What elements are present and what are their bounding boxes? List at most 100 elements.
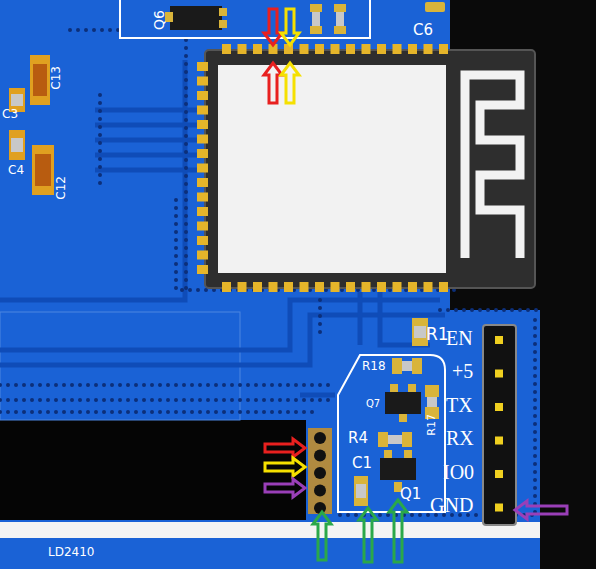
board-edge	[540, 300, 596, 569]
callout-arrow	[264, 9, 282, 45]
r17-resistor	[425, 385, 439, 419]
connector-hole	[314, 467, 326, 479]
part-name: Q7	[366, 399, 380, 409]
pad	[331, 44, 340, 54]
pad	[300, 44, 309, 54]
callout-arrow	[515, 501, 567, 519]
part-name: C1	[352, 456, 372, 471]
pad	[197, 164, 208, 173]
header-pins	[495, 336, 503, 512]
header-pin	[495, 370, 503, 378]
pin-name: GND	[430, 495, 473, 515]
pad	[197, 62, 208, 71]
connector-hole	[314, 450, 326, 462]
q7-transistor	[385, 384, 421, 422]
pad	[362, 282, 371, 292]
pad	[238, 44, 247, 54]
antenna-trace	[465, 75, 520, 258]
pad	[253, 44, 262, 54]
pad	[197, 77, 208, 86]
traces	[0, 60, 445, 395]
callout-arrow	[264, 63, 282, 103]
pad	[424, 44, 433, 54]
q6-transistor	[165, 6, 227, 30]
pad	[197, 236, 208, 245]
pin-name: IO0	[443, 462, 474, 482]
pin-name: EN	[446, 328, 473, 348]
part-name: C13	[50, 66, 62, 90]
pad	[439, 44, 448, 54]
module-shield	[218, 65, 446, 273]
callout-arrow	[265, 479, 305, 497]
display-cutout	[0, 420, 306, 520]
callout-arrow	[281, 63, 299, 103]
r18-resistor	[392, 358, 422, 374]
part-name: Q6	[152, 10, 166, 30]
pad	[197, 106, 208, 115]
pad	[346, 44, 355, 54]
pad	[377, 282, 386, 292]
pad	[238, 282, 247, 292]
pad	[222, 44, 231, 54]
pad	[300, 282, 309, 292]
pad	[377, 44, 386, 54]
pad	[197, 251, 208, 260]
pad	[197, 178, 208, 187]
pad	[197, 135, 208, 144]
via-rows	[0, 30, 540, 520]
pad	[197, 222, 208, 231]
pad	[222, 282, 231, 292]
pad	[315, 282, 324, 292]
pad	[197, 149, 208, 158]
part-name: R17	[426, 414, 437, 436]
connector-holes	[314, 432, 326, 514]
pad	[393, 282, 402, 292]
header-pin	[495, 403, 503, 411]
pad	[408, 282, 417, 292]
callout-arrow	[265, 439, 305, 457]
part-name: C4	[8, 164, 24, 176]
header-pin	[495, 504, 503, 512]
pad	[253, 282, 262, 292]
pad	[331, 282, 340, 292]
callout-arrows	[264, 9, 567, 562]
silk-outline	[120, 0, 370, 38]
pad	[284, 282, 293, 292]
part-name: C12	[55, 176, 67, 200]
connector-hole	[314, 432, 326, 444]
connector-hole	[314, 485, 326, 497]
module-pads	[197, 44, 448, 292]
pad	[424, 282, 433, 292]
callout-arrow	[359, 508, 377, 562]
silk-band	[0, 522, 540, 538]
part-name: C3	[2, 108, 18, 120]
r4-resistor	[378, 432, 412, 447]
callout-arrow	[389, 500, 407, 562]
pad	[197, 193, 208, 202]
pin-name: TX	[446, 395, 473, 415]
part-name: Q1	[400, 487, 421, 502]
callout-arrow	[313, 512, 331, 560]
part-name: R4	[348, 431, 368, 446]
pad	[408, 44, 417, 54]
c1-capacitor	[354, 476, 368, 506]
pad	[197, 91, 208, 100]
part-name: R18	[362, 360, 386, 372]
part-name: LD2410	[48, 546, 94, 558]
r1-resistor	[412, 318, 428, 346]
pad	[197, 265, 208, 274]
part-name: C6	[413, 23, 433, 38]
pad	[197, 207, 208, 216]
pin-header	[483, 325, 516, 525]
wifi-module	[205, 50, 535, 288]
pad	[346, 282, 355, 292]
pad	[315, 44, 324, 54]
left-caps	[9, 55, 54, 195]
q1-transistor	[380, 450, 416, 492]
pad	[197, 120, 208, 129]
silk-outline	[338, 355, 445, 512]
pin-name: RX	[446, 428, 474, 448]
part-name: R1	[426, 326, 449, 343]
